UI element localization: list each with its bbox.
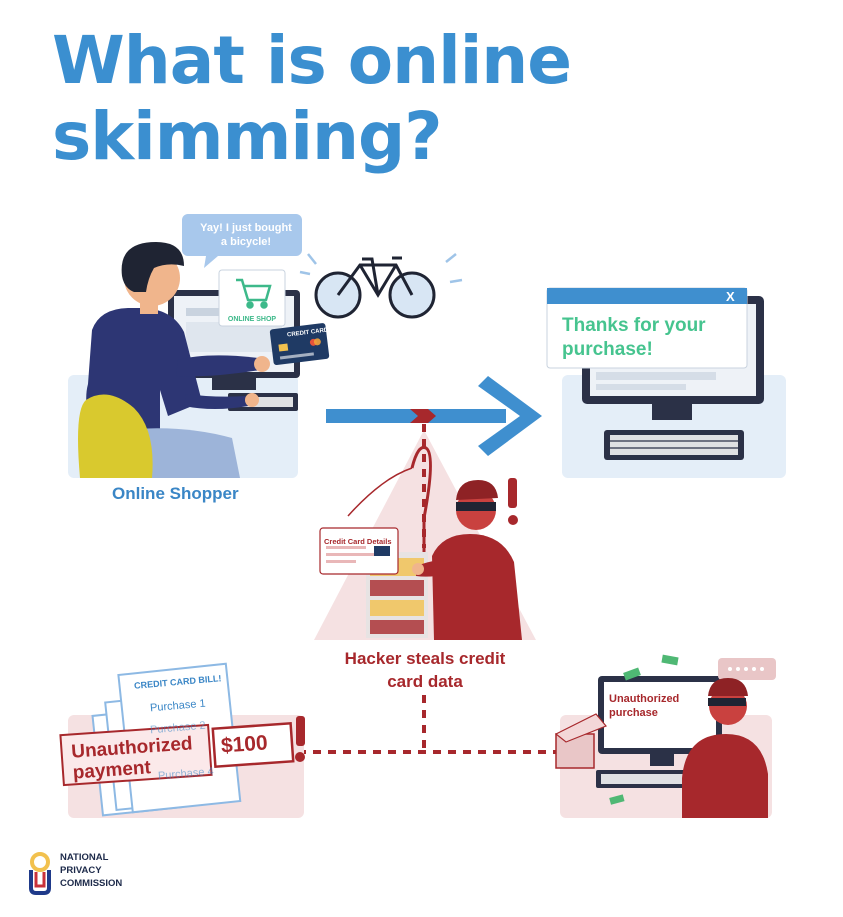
- bill-amount: $100: [220, 731, 269, 758]
- online-shop-window: [218, 269, 286, 327]
- shopper-chair: [78, 394, 153, 478]
- close-icon: X: [726, 289, 735, 304]
- unauthorized-purchase-label: Unauthorized purchase: [609, 693, 680, 720]
- bicycle-icon: [314, 256, 436, 319]
- npc-logo-icon: [29, 852, 51, 895]
- npc-logo-text: NATIONAL PRIVACY COMMISSION: [60, 852, 122, 890]
- money-icons: [609, 654, 679, 805]
- hacker-mask: [456, 502, 496, 511]
- fraud-hacker-body: [682, 734, 768, 818]
- credit-card-details-label: Credit Card Details: [324, 537, 392, 546]
- merchant-scene: [546, 287, 786, 478]
- npc-line-2: PRIVACY: [60, 864, 102, 876]
- page-title-line-1: What is online: [52, 22, 572, 99]
- thank-you-message: Thanks for your purchase!: [562, 315, 706, 360]
- online-shop-label: ONLINE SHOP: [227, 316, 277, 323]
- cart-icon: [236, 278, 272, 309]
- credit-card-icon: [269, 323, 330, 365]
- flow-arrow: [326, 376, 542, 456]
- hacker-caption: Hacker steals credit card data: [344, 649, 506, 691]
- npc-line-3: COMMISSION: [60, 877, 123, 889]
- online-shopper-caption: Online Shopper: [112, 484, 239, 503]
- shopper-hair: [121, 242, 184, 292]
- fraud-scene: [554, 654, 776, 818]
- page-title-line-2: skimming?: [52, 98, 442, 175]
- npc-line-1: NATIONAL: [60, 852, 109, 863]
- amount-box: [211, 721, 295, 769]
- hacker-alert-icon: [508, 478, 517, 508]
- skim-connectors: [298, 695, 566, 754]
- hacker-scene: [314, 424, 536, 640]
- speech-bubble-text: Yay! I just bought a bicycle!: [200, 222, 292, 249]
- bill-alert-icon: [296, 716, 305, 746]
- shopper-scene: [68, 214, 463, 478]
- speech-bubble: [182, 214, 302, 268]
- bill-scene: [59, 662, 305, 818]
- hacker-body: [432, 534, 522, 640]
- skim-chevron: [410, 409, 436, 423]
- bicycle-sparkles: [299, 253, 463, 284]
- unauthorized-payment-stamp: [59, 723, 213, 787]
